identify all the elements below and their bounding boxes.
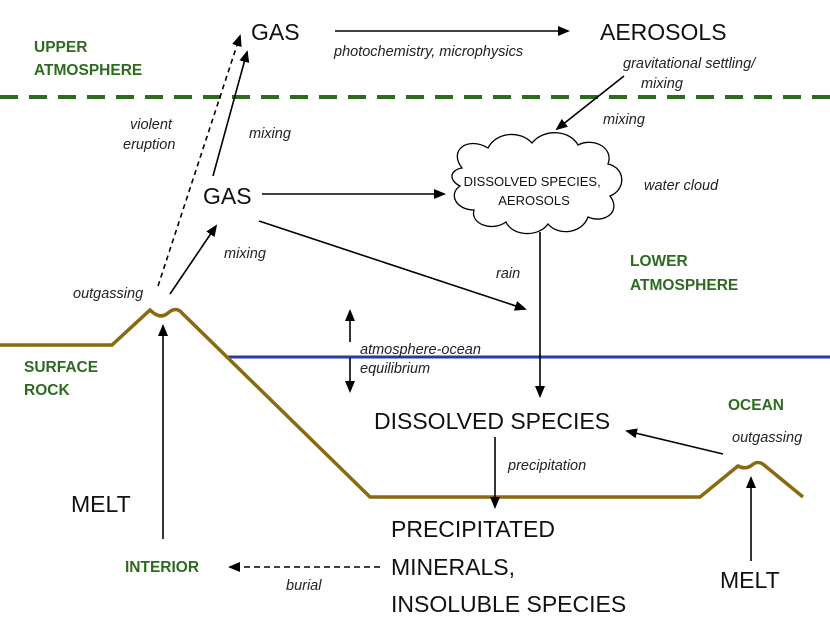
label-mixing-upper: mixing — [249, 126, 291, 142]
node-gas-lower: GAS — [203, 183, 252, 209]
region-lower-line1: LOWER — [630, 253, 688, 270]
arrow-gas-lower-to-gas-upper — [212, 50, 250, 177]
node-cloud-label: DISSOLVED SPECIES, AEROSOLS — [464, 174, 605, 208]
water-cloud-shape — [451, 132, 623, 235]
label-rain: rain — [496, 266, 520, 282]
precipitated-line1: PRECIPITATED — [391, 516, 555, 542]
label-precipitation: precipitation — [507, 458, 586, 474]
label-water-cloud: water cloud — [644, 178, 719, 194]
arrow-aerosols-to-cloud — [555, 75, 625, 131]
precipitated-line2: MINERALS, — [391, 554, 515, 580]
node-precipitated-minerals: PRECIPITATED MINERALS, INSOLUBLE SPECIES — [391, 516, 626, 617]
region-upper-line2: ATMOSPHERE — [34, 62, 142, 79]
label-violent-eruption: violent eruption — [123, 117, 176, 153]
violent-line1: violent — [130, 117, 173, 133]
node-aerosols-upper: AEROSOLS — [600, 19, 727, 45]
label-mixing-lower: mixing — [224, 246, 266, 262]
node-melt-right: MELT — [720, 567, 780, 593]
node-melt-left: MELT — [71, 491, 131, 517]
label-outgassing-left: outgassing — [73, 286, 143, 302]
gravitational-line2: mixing — [641, 76, 683, 92]
arrow-outgassing-to-gas-lower — [169, 224, 218, 295]
region-surface-line1: SURFACE — [24, 359, 98, 376]
cloud-label-line1: DISSOLVED SPECIES, — [464, 174, 601, 189]
region-surface-line2: ROCK — [24, 382, 70, 399]
region-interior: INTERIOR — [125, 559, 199, 576]
atm-ocean-line2: equilibrium — [360, 361, 430, 377]
label-gravitational-settling: gravitational settling/ mixing — [623, 56, 759, 92]
atm-ocean-line1: atmosphere-ocean — [360, 342, 481, 358]
region-ocean: OCEAN — [728, 397, 784, 414]
region-lower-atmosphere: LOWER ATMOSPHERE — [630, 253, 738, 294]
label-burial: burial — [286, 578, 322, 594]
arrow-violent-eruption-dashed — [157, 34, 242, 287]
cloud-label-line2: AEROSOLS — [498, 193, 570, 208]
region-lower-line2: ATMOSPHERE — [630, 277, 738, 294]
label-mixing-cloud: mixing — [603, 112, 645, 128]
gravitational-line1: gravitational settling/ — [623, 56, 757, 72]
label-atm-ocean-equilibrium: atmosphere-ocean equilibrium — [360, 342, 485, 377]
region-upper-line1: UPPER — [34, 39, 87, 56]
violent-line2: eruption — [123, 137, 175, 153]
node-dissolved-species: DISSOLVED SPECIES — [374, 408, 610, 434]
arrow-gas-to-ocean — [258, 220, 527, 311]
label-photochemistry: photochemistry, microphysics — [333, 44, 523, 60]
node-gas-upper: GAS — [251, 19, 300, 45]
label-outgassing-right: outgassing — [732, 430, 802, 446]
precipitated-line3: INSOLUBLE SPECIES — [391, 591, 626, 617]
arrow-outgassing-right — [625, 428, 724, 455]
region-upper-atmosphere: UPPER ATMOSPHERE — [34, 39, 142, 79]
rock-surface-profile — [0, 307, 805, 499]
region-surface-rock: SURFACE ROCK — [24, 359, 102, 399]
